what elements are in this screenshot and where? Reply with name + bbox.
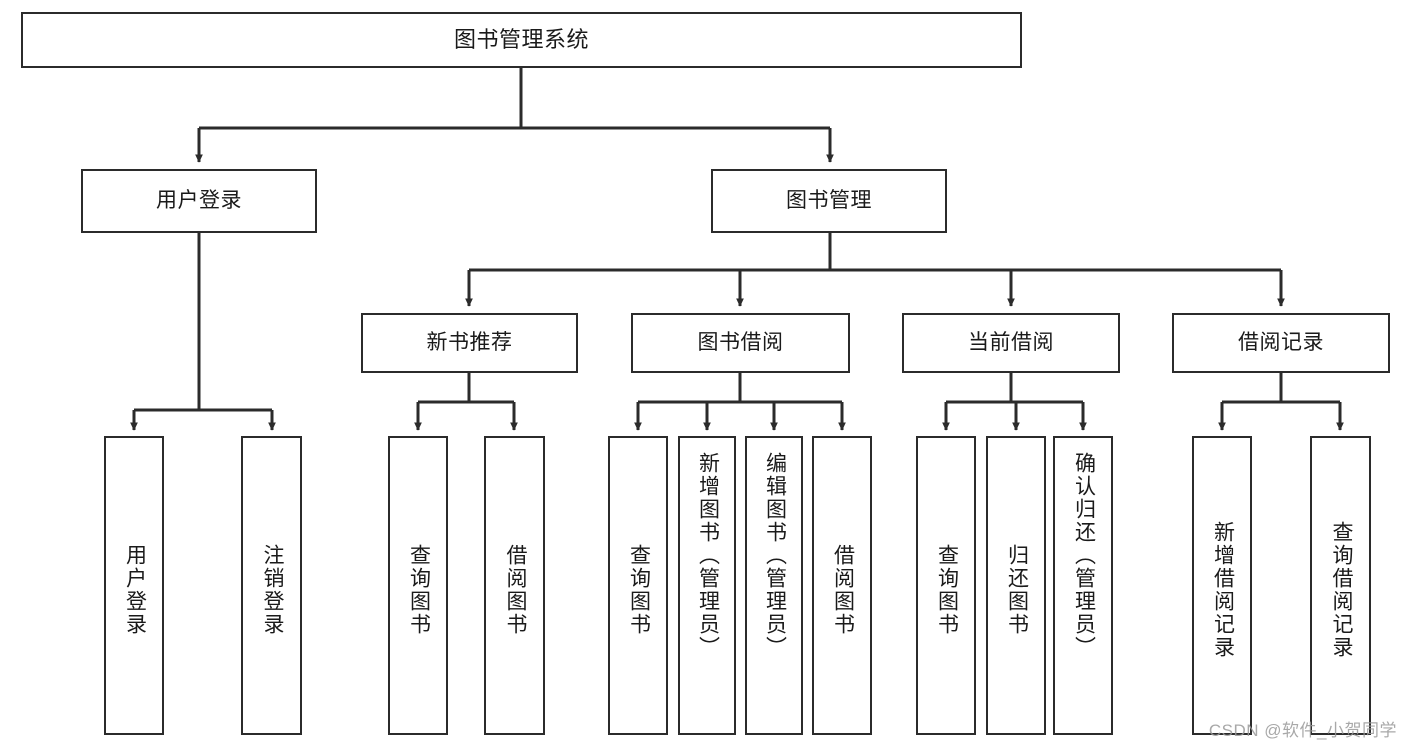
leaf-label: 注销登录 [260, 543, 284, 636]
node-label: 图书管理系统 [453, 26, 589, 52]
leaf-label: 确认归还（管理员） [1072, 452, 1096, 659]
leaf-add-borrow-record[interactable]: 新增借阅记录 [1192, 436, 1252, 735]
leaf-logout[interactable]: 注销登录 [241, 436, 302, 735]
node-label: 新书推荐 [426, 331, 513, 355]
node-new-book-recommend[interactable]: 新书推荐 [361, 313, 578, 373]
leaf-label: 查询图书 [935, 543, 959, 636]
node-label: 借阅记录 [1238, 331, 1324, 355]
leaf-borrow-book-newbook[interactable]: 借阅图书 [484, 436, 545, 735]
leaf-label: 归还图书 [1005, 543, 1029, 636]
leaf-label: 新增借阅记录 [1211, 520, 1235, 659]
node-current-borrow[interactable]: 当前借阅 [902, 313, 1120, 373]
leaf-query-borrow-record[interactable]: 查询借阅记录 [1310, 436, 1371, 735]
leaf-query-book-borrow[interactable]: 查询图书 [608, 436, 668, 735]
node-root-book-management-system[interactable]: 图书管理系统 [21, 12, 1022, 68]
node-label: 图书管理 [786, 189, 872, 213]
leaf-add-book-admin[interactable]: 新增图书（管理员） [678, 436, 736, 735]
leaf-label: 查询借阅记录 [1329, 520, 1353, 659]
node-label: 用户登录 [156, 189, 242, 213]
node-user-login[interactable]: 用户登录 [81, 169, 317, 233]
leaf-label: 借阅图书 [503, 543, 527, 636]
leaf-confirm-return-admin[interactable]: 确认归还（管理员） [1053, 436, 1113, 735]
node-label: 图书借阅 [697, 331, 784, 355]
leaf-return-book[interactable]: 归还图书 [986, 436, 1046, 735]
node-book-borrow[interactable]: 图书借阅 [631, 313, 850, 373]
node-book-management[interactable]: 图书管理 [711, 169, 947, 233]
node-borrow-record[interactable]: 借阅记录 [1172, 313, 1390, 373]
leaf-label: 新增图书（管理员） [696, 452, 720, 659]
csdn-watermark: CSDN @软件_小贺同学 [1208, 721, 1397, 740]
leaf-label: 用户登录 [123, 543, 147, 636]
leaf-label: 编辑图书（管理员） [763, 452, 787, 659]
leaf-borrow-book-borrow[interactable]: 借阅图书 [812, 436, 872, 735]
leaf-query-book-current[interactable]: 查询图书 [916, 436, 976, 735]
leaf-label: 查询图书 [627, 543, 651, 636]
leaf-label: 查询图书 [407, 543, 431, 636]
leaf-query-book-newbook[interactable]: 查询图书 [388, 436, 448, 735]
node-label: 当前借阅 [968, 331, 1054, 355]
leaf-user-login[interactable]: 用户登录 [104, 436, 164, 735]
leaf-label: 借阅图书 [831, 543, 855, 636]
leaf-edit-book-admin[interactable]: 编辑图书（管理员） [745, 436, 803, 735]
